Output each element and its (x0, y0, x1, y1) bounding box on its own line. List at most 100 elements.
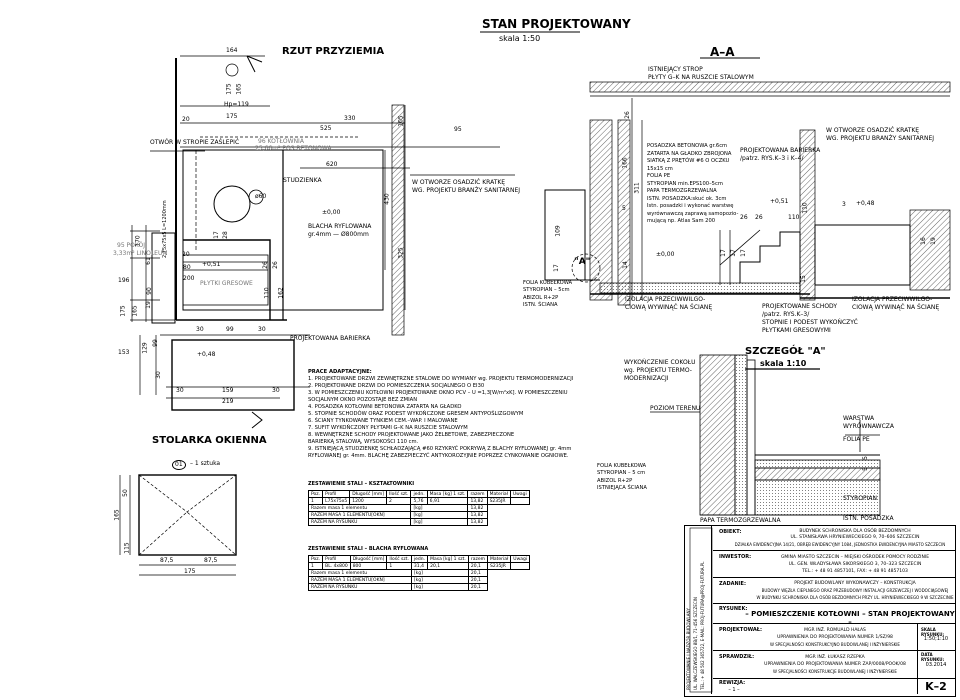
table-cell: RAZEM NA RYSUNKU (308, 583, 412, 591)
section-dim: 17 (719, 249, 727, 257)
opening-note: OTWÓR W STROPIE ZAŚLEPIĆ (150, 139, 240, 146)
barrier-label: PROJEKTOWANA BARIERKA (290, 335, 371, 342)
bottom-dim: 219 (222, 398, 234, 405)
layer-line: ABIZOL R+2P (523, 294, 559, 301)
note-item: RYFLOWANEJ gr. 4mm. BLACHĘ ZABEZPIECZYĆ … (308, 453, 569, 460)
section-dim: 16 (919, 237, 927, 245)
schody-2: /patrz. RYS.K–3/ (762, 311, 810, 318)
projektowal-label: PROJEKTOWAŁ: (719, 627, 762, 633)
plan-dim: 330 (344, 115, 356, 122)
left-dim: 170 (134, 235, 142, 247)
projektowal-line: UPRAWNIENIA DO PROJEKTOWANIA NUMER 1/SZ/… (777, 635, 893, 640)
table-cell: 1 (307, 497, 324, 505)
obiekt-line: UL. STANISŁAWA HRYNIEWIECKIEGO 9, 70–606… (790, 535, 920, 540)
table-cell: 31,4 (410, 562, 429, 570)
left-dim: 19 (144, 301, 152, 309)
sprawdzil-line: W SPECJALNOŚCI KONSTRUKCJE BUDOWLANEJ I … (773, 669, 897, 674)
inwestor-line: GMINA MIASTO SZCZECIN – MIEJSKI OŚRODEK … (780, 555, 930, 560)
section-level: ±0,00 (656, 251, 675, 258)
schody-1: PROJEKTOWANE SCHODY (762, 303, 838, 310)
table-cell: 13,82 (467, 497, 488, 505)
table-cell (509, 497, 530, 505)
section-barrier-2: /patrz. RYS.K–3 i K–4/ (740, 155, 804, 162)
rewizja-label: REWIZJA: (719, 680, 746, 686)
poziom-terenu: POZIOM TERENU (650, 405, 701, 412)
table-row: 1 BL. 4x800 800 1 31,4 20,1 20,1 S235JR (307, 562, 531, 570)
rysunek-name: – POMIESZCZENIE KOTŁOWNI – STAN PROJEKTO… (745, 610, 955, 626)
note-item: 2. PROJEKTOWANE DRZWI DO POMIESZCZENIA S… (308, 383, 485, 390)
mid-dim: 26 (261, 261, 269, 269)
blacha-label: BLACHA RYFLOWANA (308, 223, 372, 230)
table-row: RAZEM MASA 1 ELEMENTU[OKN] [kg] 13,82 (307, 511, 530, 519)
section-strop-1: ISTNIEJĄCY STROP (648, 66, 703, 73)
obiekt-line: DZIAŁKA EWIDENCYJNA 14/21, OBRĘB EWIDENC… (734, 542, 946, 547)
mid-dim: 20 (182, 251, 190, 258)
office-line: UL. WALCZEWSKIEGO 8B/1, 71–456 SZCZECIN (693, 597, 698, 690)
table-row: Razem masa 1 elementu [kg] 20,1 (308, 569, 530, 577)
table-header: Materiał (486, 555, 512, 563)
plan-dim: 164 (226, 47, 238, 54)
table-header: jedn. (410, 555, 429, 563)
table-cell: 1200 (349, 497, 387, 505)
izolacja-2: CIOWĄ WYWINĄĆ NA ŚCIANĘ (625, 304, 713, 311)
table-header: razem (467, 555, 488, 563)
window-dim: 175 (184, 568, 196, 575)
left-dim: 200 (183, 275, 195, 282)
section-dim: 19 (929, 237, 937, 245)
schody-4: PŁYTKAMI GRESOWYMI (762, 327, 831, 334)
table-cell: RAZEM NA RYSUNKU (307, 518, 412, 526)
window-dim: 115 (123, 542, 131, 554)
zadanie-line: W BUDYNKU SCHRONISKA DLA OSÓB BEZDOMNYCH… (756, 595, 954, 600)
table-row: RAZEM NA RYSUNKU [kg] 13,82 (307, 518, 530, 526)
left-dim: 175 (119, 305, 127, 317)
table-cell: S235JR (486, 497, 511, 505)
bottom-dim: 159 (222, 387, 234, 394)
detail-right: STYROPIAN (843, 495, 878, 502)
table-cell: 20,1 (467, 562, 488, 570)
mid-dim: 17 (212, 231, 220, 239)
inwestor-label: INWESTOR: (719, 554, 752, 560)
cokol-1: WYKOŃCZENIE COKOŁU (624, 359, 696, 366)
table-cell: [kg] (410, 504, 469, 512)
table-cell: S235JR (486, 562, 512, 570)
posadzka-line: STYROPIAN min.EPS100–5cm (647, 180, 723, 187)
table-header: Uwagi (509, 490, 530, 498)
left-dim: 80 (183, 264, 191, 271)
table-cell: RAZEM MASA 1 ELEMENTU[OKN] (308, 576, 412, 584)
note-item: 8. WEWNĘTRZNE SCHODY PROJEKTOWANE JAKO Ż… (308, 432, 515, 439)
table-cell: [kg] (410, 518, 469, 526)
mid-dim: 28 (221, 231, 229, 239)
window-dim: 87,5 (160, 557, 174, 564)
cokol-3: MODERNIZACJI (624, 375, 669, 382)
note-item: 5. STOPNIE SCHODÓW ORAZ PODEST WYKOŃCZON… (308, 411, 524, 418)
inwestor-line: UL. GEN. WŁADYSŁAWA SIKORSKIEGO 3, 70–32… (788, 562, 922, 567)
posadzka-line: ZATARTA NA GŁADKO ZBROJONA (647, 150, 732, 157)
table-cell: 2 (385, 497, 412, 505)
note-item: 9. ISTNIEJĄCĄ STUDZIENKĘ SCHŁADZAJĄCĄ #6… (308, 446, 572, 453)
notes-heading: PRACE ADAPTACYJNE: (308, 369, 372, 375)
left-dim: 129 (141, 342, 149, 354)
section-barrier-1: PROJEKTOWANA BARIERKA (740, 147, 821, 154)
detail-right: WARSTWA (843, 415, 875, 422)
bottom-dim: 30 (176, 387, 184, 394)
detail-right: ISTN. POSADZKA (843, 515, 894, 522)
layer-line: STYROPIAN – 5cm (523, 287, 570, 294)
rysunek-label: RYSUNEK: (719, 606, 748, 612)
section-strop-2: PŁYTY G–K NA RUSZCIE STALOWYM (648, 74, 754, 81)
table-cell: [kg] (410, 511, 469, 519)
rewizja-value: – 1 – (728, 687, 740, 693)
section-dim: 26 (740, 214, 748, 221)
table-header: Masa [kg] 1 szt. (426, 490, 469, 498)
section-dim: 17 (739, 249, 747, 257)
plan-dim: 20 (182, 116, 190, 123)
table-row: Poz. Profil Długość [mm] Ilość szt. jedn… (307, 490, 530, 498)
plan-dim: 165 (235, 83, 243, 95)
mid-dim: 110 (263, 287, 271, 299)
table-cell: 20,1 (427, 562, 469, 570)
table-cell: 13,82 (467, 504, 488, 512)
detail-dim: 5 (861, 456, 869, 460)
table-row: 1 L75x75x5 1200 2 5,76 6,91 13,82 S235JR (307, 497, 530, 505)
bottom-dim: 30 (196, 326, 204, 333)
detail-title: SZCZEGÓŁ "A" (745, 346, 826, 357)
table-cell (510, 562, 531, 570)
